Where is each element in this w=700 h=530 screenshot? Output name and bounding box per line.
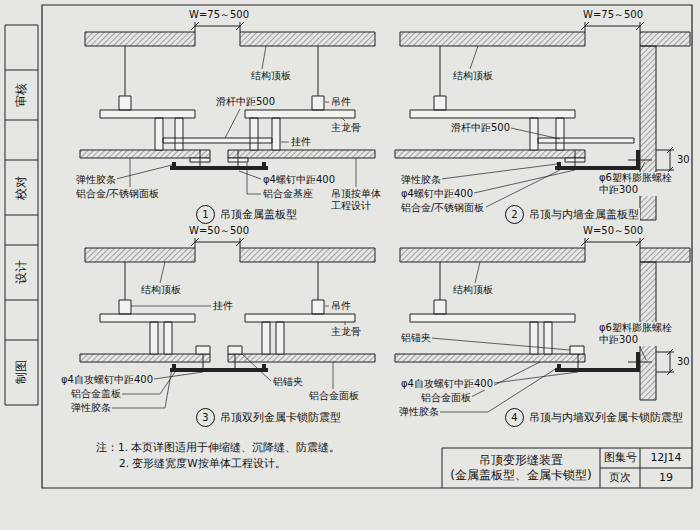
part-label: 铝锚夹: [400, 332, 432, 344]
metal-profiles: [410, 96, 634, 162]
metal-profiles: [100, 300, 355, 354]
detail-caption: 2 吊顶与内墙金属盖板型: [505, 205, 640, 224]
part-label: 结构顶板: [140, 284, 182, 296]
callout-number: 2: [505, 205, 524, 224]
dimension-label: 30: [676, 356, 691, 368]
table-cell: 页次: [600, 468, 640, 488]
signature-field: 审核: [15, 82, 27, 108]
signature-field: 制图: [15, 359, 27, 385]
signature-strip: [5, 25, 38, 405]
part-label: 铝合金/不锈钢面板: [75, 188, 160, 200]
dimension-label: W=50～500: [582, 225, 644, 237]
part-label: 吊件: [330, 300, 352, 312]
metal-profiles: [100, 96, 355, 162]
detail-caption: 3 吊顶双列金属卡锁防震型: [196, 408, 342, 427]
detail-2: [395, 22, 690, 220]
part-label: φ6塑料膨胀螺栓中距300: [598, 172, 680, 196]
part-label: 主龙骨: [330, 326, 362, 338]
part-label: 铝合金盖板: [70, 388, 122, 400]
cover-plate: [555, 150, 640, 170]
part-label: 铝合金/不锈钢面板: [400, 202, 485, 214]
part-label: 铝合金基座: [262, 188, 314, 200]
callout-number: 4: [505, 408, 524, 427]
table-cell: 19: [640, 468, 692, 488]
part-label: 吊件: [330, 96, 352, 108]
rods-and-dimensions: [440, 22, 674, 173]
detail-caption: 1 吊顶金属盖板型: [196, 205, 298, 224]
part-label: 弹性胶条: [398, 406, 440, 418]
part-label: 弹性胶条: [75, 174, 117, 186]
metal-profiles: [410, 300, 584, 354]
border-frame: [42, 5, 692, 488]
dimension-label: 30: [676, 154, 691, 166]
detail-1: [80, 22, 375, 194]
cover-plate: [170, 364, 268, 372]
rods-and-dimensions: [125, 22, 318, 170]
hatched-section: [395, 32, 690, 220]
cover-plate: [170, 162, 268, 170]
detail-title: 吊顶与内墙金属盖板型: [528, 208, 640, 221]
detail-title: 吊顶与内墙双列金属卡锁防震型: [528, 411, 684, 424]
title-block-grid: [442, 448, 692, 488]
note-text: 2. 变形缝宽度W按单体工程设计。: [118, 456, 287, 470]
detail-title: 吊顶双列金属卡锁防震型: [219, 411, 342, 424]
table-cell: 12J14: [640, 448, 692, 468]
part-label: 铝锚夹: [272, 376, 304, 388]
sheet-title: 吊顶变形缝装置 (金属盖板型、金属卡锁型): [443, 449, 599, 487]
callout-number: 3: [196, 408, 215, 427]
signature-field: 设计: [15, 259, 27, 285]
part-label: 滑杆中距500: [215, 96, 276, 108]
part-label: 弹性胶条: [70, 402, 112, 414]
part-label: φ4自攻螺钉中距400: [60, 374, 154, 386]
detail-4: [395, 238, 690, 412]
table-cell: 图集号: [600, 448, 640, 468]
part-label: 弹性胶条: [400, 174, 442, 186]
sheet-frame: [5, 5, 692, 488]
part-label: 铝合金面板: [308, 390, 360, 402]
part-label: 滑杆中距500: [450, 122, 511, 134]
part-label: 挂件: [212, 300, 234, 312]
part-label: 主龙骨: [330, 122, 362, 134]
note-text: 注：1. 本页详图适用于伸缩缝、沉降缝、防震缝。: [95, 440, 341, 454]
rods-and-dimensions: [440, 238, 674, 375]
leader-lines: [111, 262, 345, 408]
part-label: 吊顶按单体工程设计: [330, 188, 384, 212]
dimension-label: W=50～500: [188, 225, 250, 237]
part-label: 结构顶板: [452, 70, 494, 82]
detail-title: 吊顶金属盖板型: [219, 208, 298, 221]
cover-plate: [555, 352, 640, 372]
part-label: φ4螺钉中距400: [262, 174, 336, 186]
part-label: 结构顶板: [452, 284, 494, 296]
rods-and-dimensions: [125, 238, 318, 372]
detail-caption: 4 吊顶与内墙双列金属卡锁防震型: [505, 408, 684, 427]
part-label: 铝合金面板: [420, 392, 472, 404]
dimension-label: W=75～500: [582, 9, 644, 21]
leader-lines: [116, 46, 356, 194]
part-label: φ4自攻螺钉中距400: [400, 378, 494, 390]
callout-number: 1: [196, 205, 215, 224]
part-label: 结构顶板: [250, 70, 292, 82]
signature-field: 校对: [15, 175, 27, 201]
part-label: φ6塑料膨胀螺栓中距300: [598, 322, 680, 346]
dimension-label: W=75～500: [188, 9, 250, 21]
hatched-section: [80, 248, 375, 362]
part-label: φ4螺钉中距400: [400, 188, 474, 200]
part-label: 挂件: [290, 136, 312, 148]
